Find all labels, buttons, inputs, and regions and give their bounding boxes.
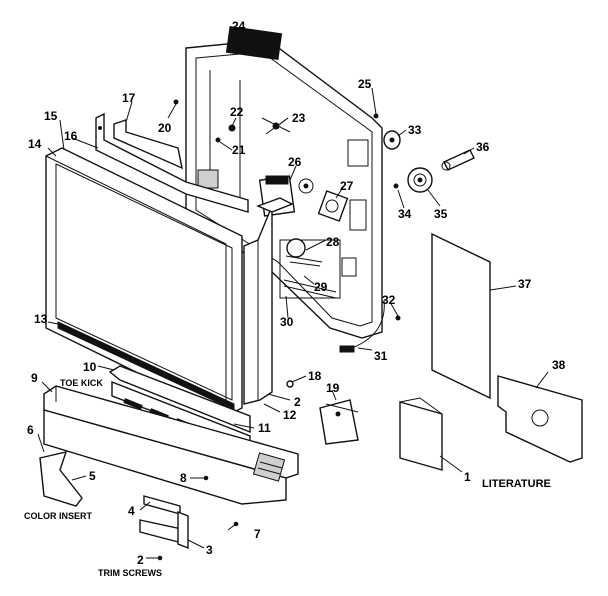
callout-26: 26 <box>288 155 302 169</box>
callout-numbers: 1 2 2 3 4 5 6 7 8 9 10 11 12 13 14 15 16… <box>27 19 566 567</box>
callout-21: 21 <box>232 143 246 157</box>
callout-6: 6 <box>27 423 34 437</box>
cam-35 <box>407 167 433 193</box>
callout-27: 27 <box>340 179 354 193</box>
callout-28: 28 <box>326 235 340 249</box>
callout-20: 20 <box>158 121 172 135</box>
screw-34 <box>393 183 399 189</box>
callout-2b: 2 <box>294 395 301 409</box>
literature-envelope <box>399 401 443 471</box>
callout-34: 34 <box>398 207 412 221</box>
screw-18 <box>286 380 294 388</box>
actuator-36 <box>441 149 475 171</box>
knob-33 <box>383 130 401 150</box>
callout-5: 5 <box>89 469 96 483</box>
leader-lines <box>37 27 549 559</box>
callout-16: 16 <box>64 129 78 143</box>
callout-15: 15 <box>44 109 58 123</box>
shield-panel <box>497 375 583 463</box>
callout-17: 17 <box>122 91 136 105</box>
callout-24: 24 <box>232 19 246 33</box>
callout-19: 19 <box>326 381 340 395</box>
insulation-panel <box>431 232 491 400</box>
screw-8 <box>203 475 209 481</box>
callout-3: 3 <box>206 543 213 557</box>
callout-9: 9 <box>31 371 38 385</box>
callout-14: 14 <box>28 137 42 151</box>
screw-32 <box>395 315 401 321</box>
side-channel <box>243 197 294 405</box>
screw-25 <box>373 113 379 119</box>
callout-37: 37 <box>518 277 532 291</box>
screw-20 <box>173 99 179 105</box>
callout-33: 33 <box>408 123 422 137</box>
wash-arm-bracket <box>285 238 323 267</box>
rinse-aid-dispenser <box>317 190 349 222</box>
callout-32: 32 <box>382 293 396 307</box>
callout-30: 30 <box>280 315 294 329</box>
callout-13: 13 <box>34 312 48 326</box>
callout-4: 4 <box>128 504 135 518</box>
callout-35: 35 <box>434 207 448 221</box>
caption-toe-kick: TOE KICK <box>60 378 103 388</box>
control-clip <box>319 399 359 445</box>
callout-12: 12 <box>283 408 297 422</box>
callout-10: 10 <box>83 360 97 374</box>
latch-part <box>261 117 291 135</box>
trim-bracket <box>139 495 189 550</box>
callout-1: 1 <box>464 470 471 484</box>
callout-18: 18 <box>308 369 322 383</box>
color-insert <box>39 451 83 507</box>
caption-literature: LITERATURE <box>482 478 551 490</box>
callout-23: 23 <box>292 111 306 125</box>
callout-8: 8 <box>180 471 187 485</box>
callout-11: 11 <box>258 421 271 435</box>
trim-screw <box>157 555 163 561</box>
callout-36: 36 <box>476 140 490 154</box>
clip-21 <box>215 137 221 143</box>
caption-color-insert: COLOR INSERT <box>24 511 93 521</box>
callout-25: 25 <box>358 77 372 91</box>
callout-2: 2 <box>137 553 144 567</box>
lower-access-panel <box>43 385 299 505</box>
caption-trim-screws: TRIM SCREWS <box>98 568 162 578</box>
callout-7: 7 <box>254 527 261 541</box>
callout-31: 31 <box>374 349 388 363</box>
top-trim-bracket <box>95 112 249 213</box>
outer-door-panel <box>45 147 243 417</box>
callout-22: 22 <box>230 105 244 119</box>
callout-38: 38 <box>552 358 566 372</box>
callout-29: 29 <box>314 280 328 294</box>
